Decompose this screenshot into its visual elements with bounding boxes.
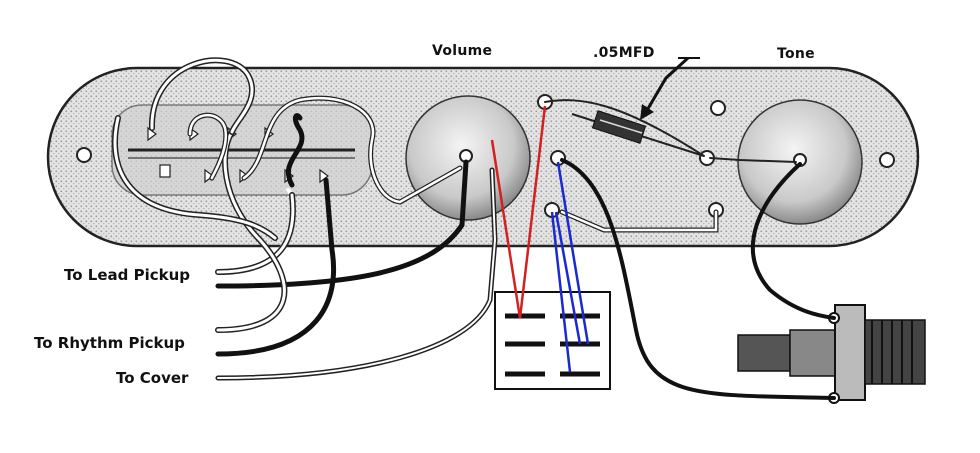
blue-wire-2 bbox=[550, 211, 572, 373]
output-jack bbox=[737, 304, 926, 404]
lead-pickup-label: To Lead Pickup bbox=[64, 266, 190, 284]
volume-label: Volume bbox=[432, 43, 493, 59]
colored-switch-wires bbox=[490, 105, 590, 373]
red-wire-2 bbox=[518, 105, 547, 319]
capacitor-label: .05MFD bbox=[593, 45, 655, 61]
capacitor bbox=[571, 56, 705, 157]
four-way-switch-box bbox=[494, 291, 611, 390]
red-wire-1 bbox=[490, 139, 522, 319]
pickup-wire-leads bbox=[112, 57, 498, 381]
cover-label: To Cover bbox=[116, 369, 189, 387]
tone-label: Tone bbox=[777, 46, 815, 62]
volume-pot bbox=[405, 95, 531, 221]
right-side-wiring bbox=[544, 99, 836, 400]
mounting-screw-hole-right bbox=[879, 152, 895, 168]
blue-wire-3 bbox=[554, 211, 582, 345]
rhythm-pickup-black-wire bbox=[215, 177, 337, 357]
jack-hot-black-wire bbox=[560, 158, 836, 400]
mounting-screw-hole-left bbox=[76, 147, 92, 163]
blue-wire-1 bbox=[556, 161, 590, 345]
lead-pickup-black-wire bbox=[215, 159, 469, 289]
rhythm-pickup-label: To Rhythm Pickup bbox=[34, 334, 185, 352]
jack-ground-black-wire bbox=[750, 162, 836, 320]
